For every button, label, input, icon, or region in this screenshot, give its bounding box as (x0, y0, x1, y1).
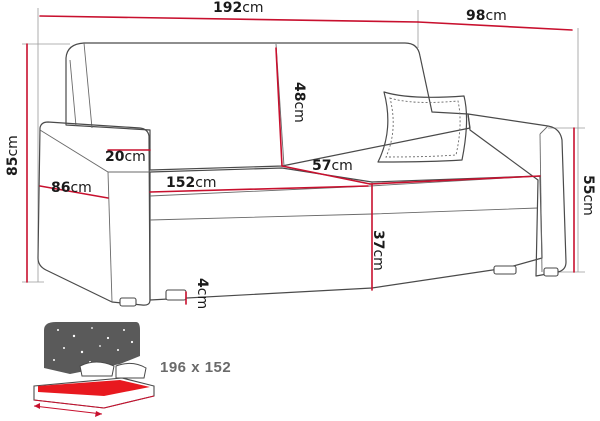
dim-line-backrest-height (275, 47, 283, 167)
label-armrest-depth: 86cm (51, 180, 92, 196)
bed-length-arrow (33, 405, 103, 415)
sofa-leg (165, 289, 187, 301)
label-leg-height: 4cm (194, 278, 210, 309)
sofa-leg (493, 265, 517, 275)
label-seat-depth: 57cm (312, 158, 353, 174)
label-seat-width: 152cm (166, 175, 217, 191)
dim-line-total-width (39, 15, 419, 23)
dim-line-seat-front (369, 175, 541, 185)
extension-lines (22, 8, 585, 283)
label-total-width: 192cm (213, 0, 264, 16)
label-armrest-height: 55cm (580, 175, 596, 216)
dim-line-armrest-depth (39, 185, 109, 199)
sofa-backrest (65, 42, 471, 171)
label-depth: 98cm (466, 8, 507, 24)
dimension-labels: 192cm 98cm 85cm 48cm 20cm 86cm 152cm 57c… (5, 0, 596, 309)
dim-line-depth (417, 21, 573, 31)
bed-surface (38, 380, 150, 396)
label-armrest-width: 20cm (105, 149, 146, 165)
label-backrest-height: 48cm (291, 82, 307, 123)
label-height: 85cm (5, 135, 21, 176)
bed-mode-inset: 196 x 152 (33, 322, 231, 417)
bed-pillow (79, 361, 115, 377)
throw-pillow (377, 91, 468, 163)
dim-line-seat-depth (281, 165, 371, 185)
bedding-stars (53, 327, 134, 363)
dim-line-seat-width (149, 185, 369, 193)
sofa-right-armrest (467, 113, 567, 277)
bed-pillow (115, 362, 147, 379)
label-seat-height: 37cm (370, 230, 386, 271)
sofa-leg (543, 267, 559, 277)
bedding-pattern (44, 322, 140, 374)
bed-size-label: 196 x 152 (160, 359, 231, 376)
sofa-leg (119, 297, 137, 307)
dimension-lines (26, 15, 575, 305)
